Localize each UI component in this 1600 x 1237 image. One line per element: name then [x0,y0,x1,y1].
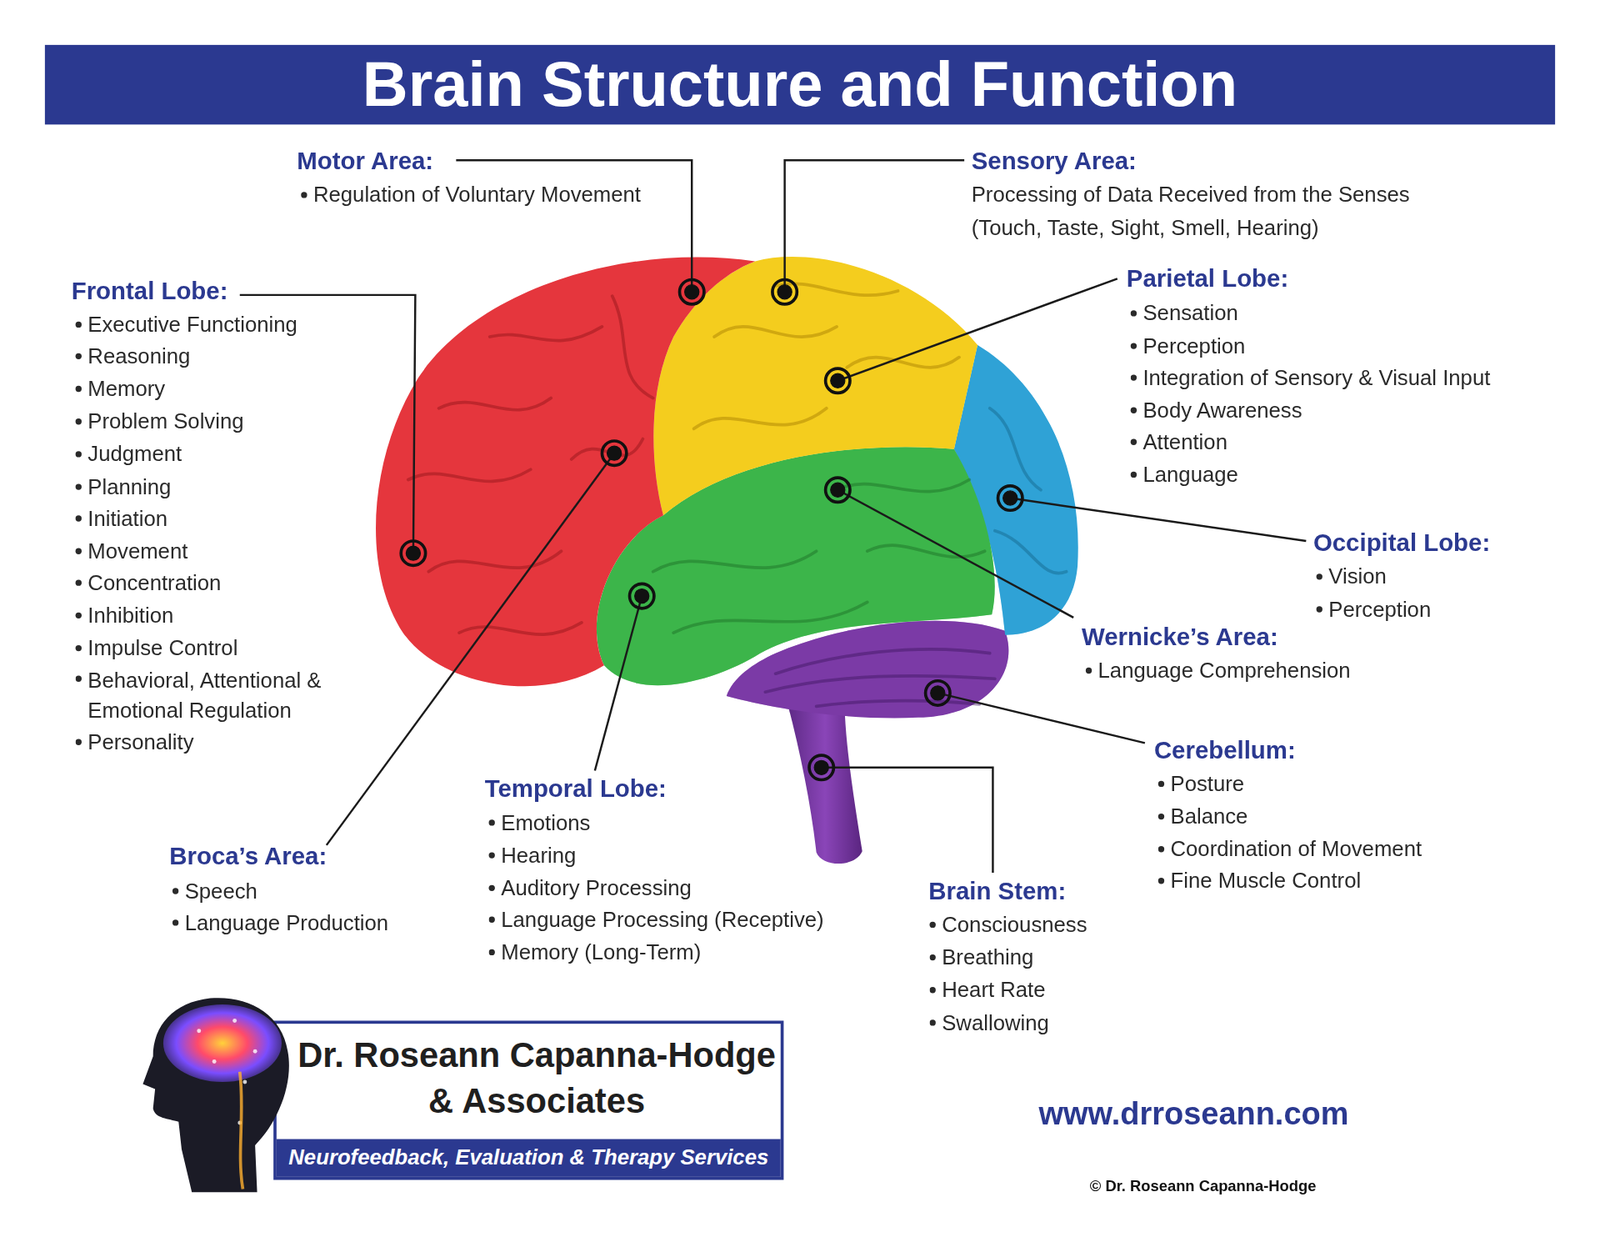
head-neurons [196,1018,257,1125]
function-item: Sensation [1142,300,1238,327]
section-heading: Temporal Lobe: [485,774,667,803]
function-item: Impulse Control [87,635,238,662]
section-heading: Brain Stem: [928,876,1066,905]
function-item: Language Production [185,909,389,936]
head-brain-glow [163,1004,282,1082]
function-item: Planning [87,473,171,500]
function-item: Executive Functioning [87,310,298,338]
function-item: Coordination of Movement [1170,835,1422,863]
function-item: Perception [1142,332,1245,360]
function-item: Auditory Processing [500,874,692,901]
function-item: Language Processing (Receptive) [500,905,824,933]
function-item: Attention [1142,428,1228,455]
function-item: Reasoning [87,342,190,370]
callout-dots [400,280,1023,780]
frontal-lobe-shape [375,256,755,686]
function-item: Body Awareness [1142,396,1302,424]
brain-folds [408,283,1067,706]
function-item: Heart Rate [941,976,1045,1004]
website-url: www.drroseann.com [1039,1095,1350,1133]
parietal-lobe-shape [653,256,978,515]
practice-name: Dr. Roseann Capanna-Hodge & Associates [296,1031,777,1124]
copyright-note: © Dr. Roseann Capanna-Hodge [1090,1176,1317,1195]
function-item: Language Comprehension [1098,657,1351,685]
function-item: Behavioral, Attentional & Emotional Regu… [87,665,343,725]
section-heading: Parietal Lobe: [1126,264,1289,293]
function-item: Swallowing [941,1009,1050,1036]
function-item: Initiation [87,505,168,532]
services-band: Neurofeedback, Evaluation & Therapy Serv… [276,1139,781,1177]
function-item: Consciousness [941,910,1087,938]
function-item: Posture [1170,770,1245,797]
function-item: Memory [87,375,165,403]
section-heading: Broca’s Area: [169,841,327,870]
function-item: Movement [87,537,188,565]
section-heading: Occipital Lobe: [1313,528,1490,557]
function-item: Fine Muscle Control [1170,867,1361,895]
function-item: Personality [87,728,194,755]
function-item: Judgment [87,440,182,468]
function-item: Vision [1328,563,1387,590]
logo-box: Dr. Roseann Capanna-Hodge & AssociatesNe… [273,1020,784,1180]
function-item: Balance [1170,803,1248,830]
function-item: Language [1142,460,1238,488]
function-item: Speech [185,877,258,905]
function-item: Regulation of Voluntary Movement [313,181,641,209]
function-item: Concentration [87,569,221,596]
head-spine-glow [240,1071,244,1190]
function-item: Breathing [941,944,1034,971]
section-heading: Motor Area: [296,146,434,175]
function-item: Problem Solving [87,408,244,435]
function-item: Hearing [500,841,576,869]
function-item: Integration of Sensory & Visual Input [1142,364,1490,391]
function-item: Inhibition [87,601,174,629]
section-heading: Sensory Area: [971,146,1137,175]
function-item: Memory (Long-Term) [500,939,701,966]
services-tagline: Neurofeedback, Evaluation & Therapy Serv… [276,1139,781,1177]
brain-stem-shape [787,704,862,864]
section-heading: Wernicke’s Area: [1081,622,1279,651]
section-description: Processing of Data Received from the Sen… [971,178,1472,244]
diagram-title: Brain Structure and Function [45,45,1555,125]
function-item: Emotions [500,809,590,836]
section-heading: Cerebellum: [1154,735,1296,765]
function-item: Perception [1328,595,1431,623]
section-heading: Frontal Lobe: [71,276,229,305]
head-silhouette [142,997,289,1192]
leader-lines [240,160,1307,873]
